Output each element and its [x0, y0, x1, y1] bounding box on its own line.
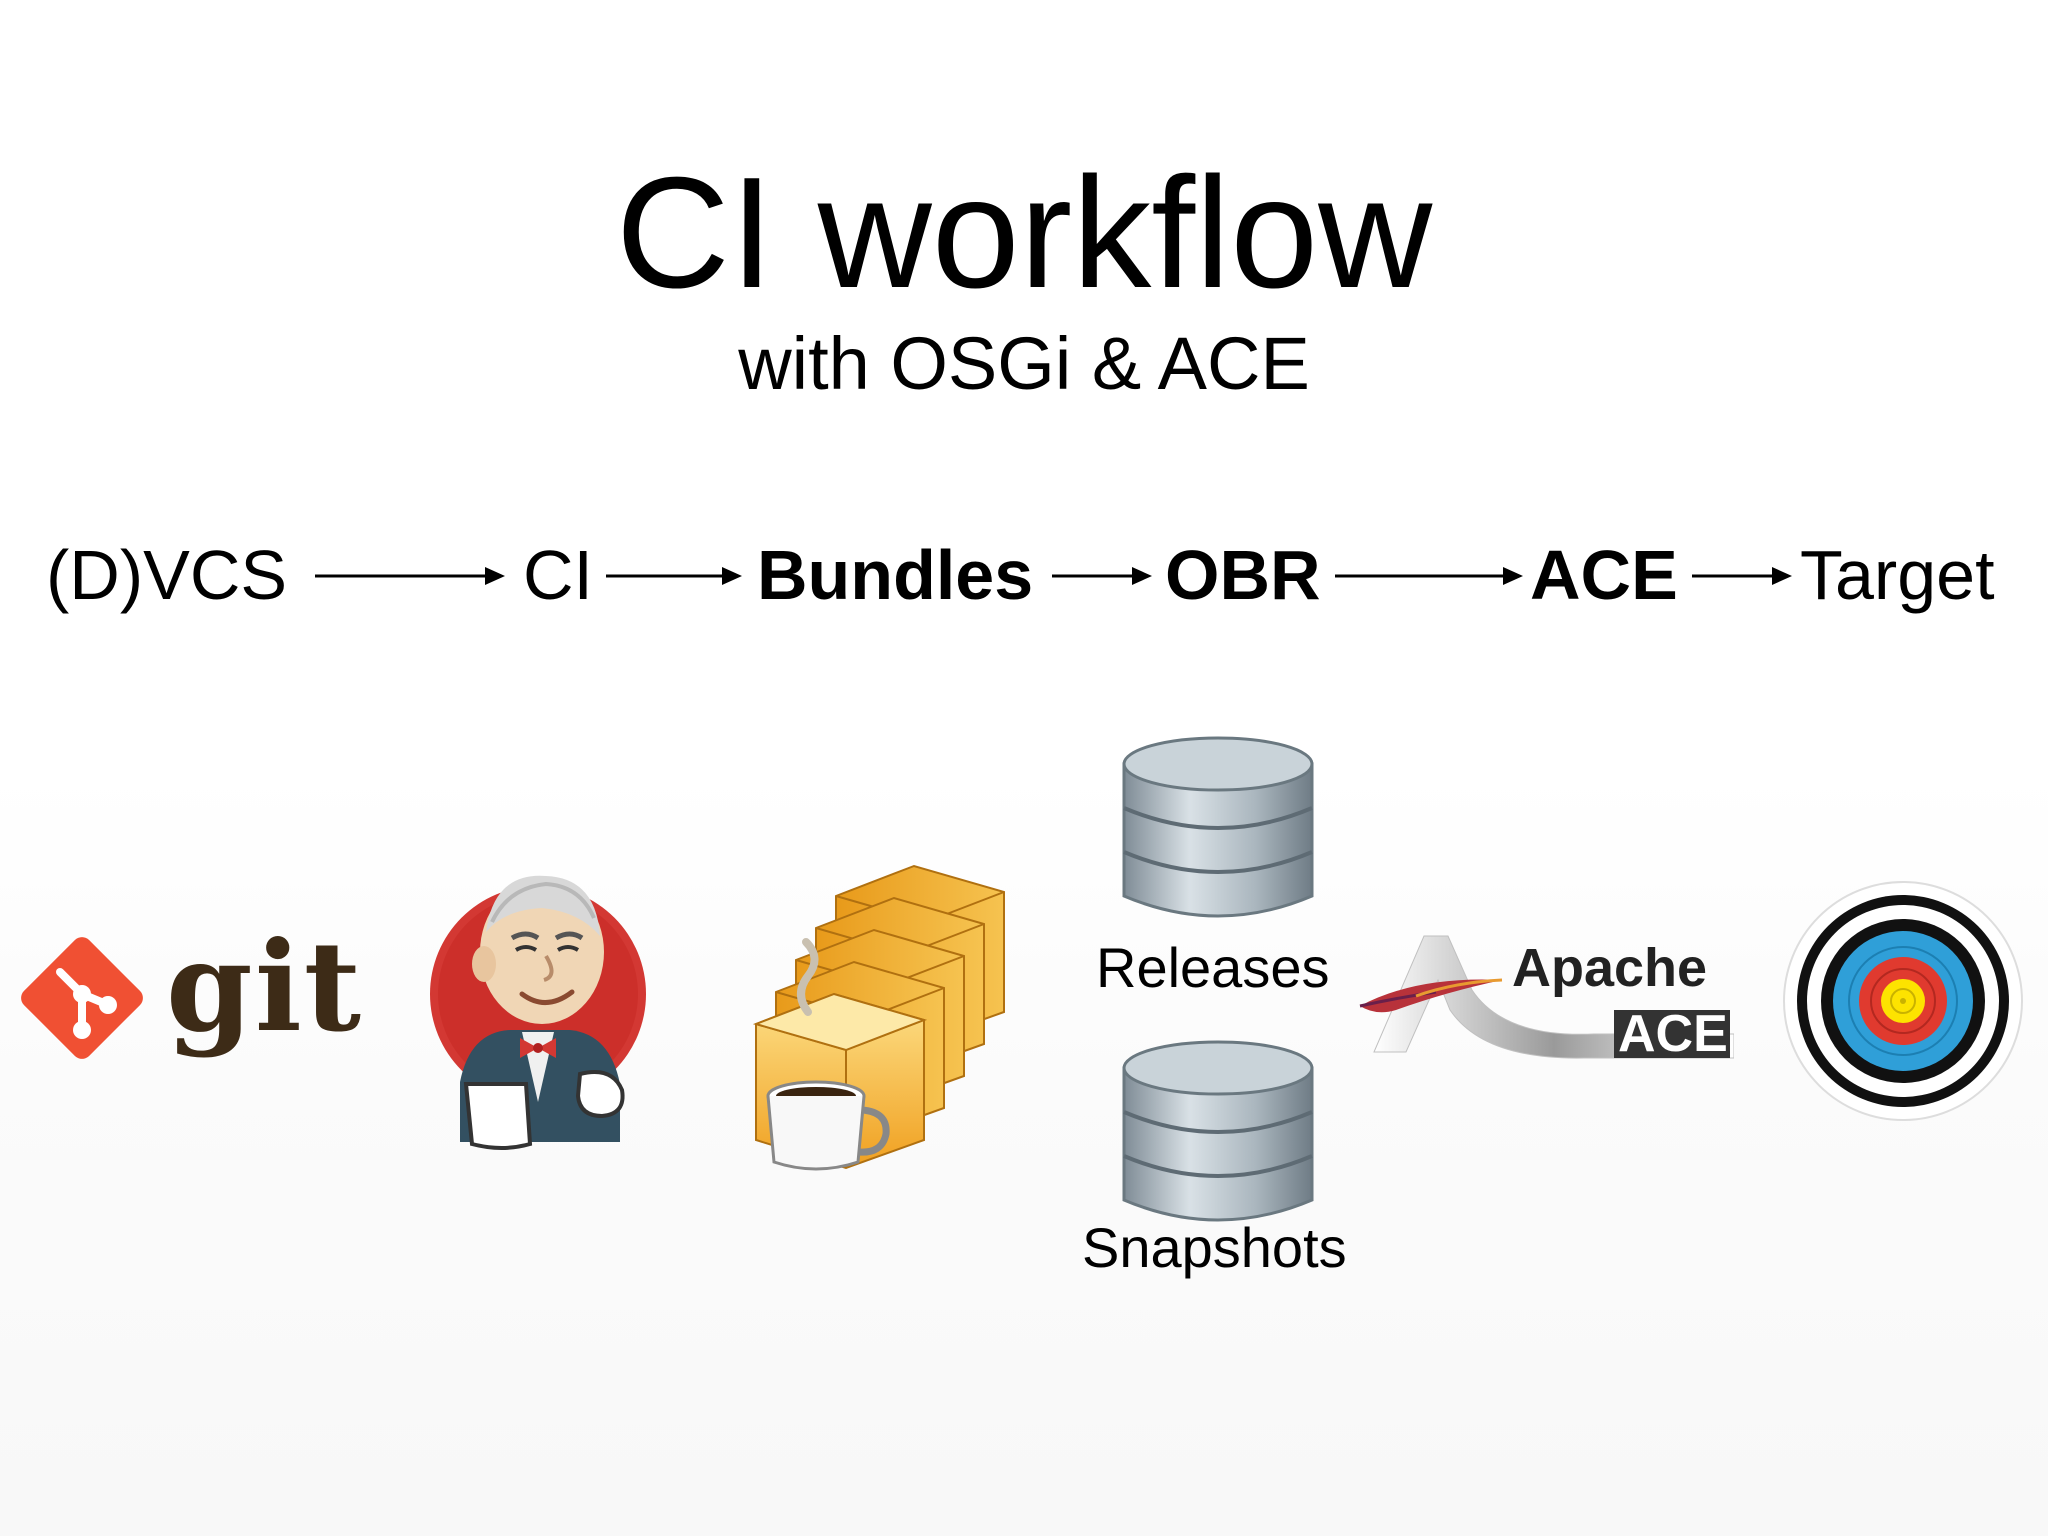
background-panel: [0, 770, 2048, 1536]
git-wordmark: git: [166, 915, 364, 1060]
slide-title: CI workflow: [615, 145, 1433, 321]
stage-ace: ACE: [1530, 536, 1678, 614]
stage-dvcs: (D)VCS: [46, 536, 288, 614]
stage-target: Target: [1800, 536, 1995, 614]
git-logo-icon: [21, 937, 143, 1059]
snapshots-label: Snapshots: [1082, 1216, 1347, 1279]
arrow-dvcs-to-ci: [315, 567, 505, 585]
archery-target-icon: [1783, 881, 2023, 1121]
stage-obr: OBR: [1165, 536, 1321, 614]
arrow-ace-to-target: [1692, 567, 1792, 585]
arrow-bundles-to-obr: [1052, 567, 1152, 585]
snapshots-database-icon: [1122, 1040, 1314, 1222]
apache-wordmark: Apache: [1512, 938, 1708, 998]
ace-wordmark: ACE: [1618, 1005, 1728, 1063]
stage-ci: CI: [523, 536, 593, 614]
stage-bundles: Bundles: [757, 536, 1034, 614]
jenkins-butler-icon: [430, 875, 646, 1150]
releases-database-icon: [1122, 736, 1314, 918]
slide-subtitle: with OSGi & ACE: [738, 322, 1310, 405]
apache-feather-icon: [1359, 978, 1503, 1013]
arrow-ci-to-bundles: [606, 567, 742, 585]
java-bundles-icon: [752, 864, 1005, 1171]
releases-label: Releases: [1096, 936, 1330, 999]
apache-ace-logo: [1373, 935, 1734, 1059]
arrow-obr-to-ace: [1335, 567, 1523, 585]
